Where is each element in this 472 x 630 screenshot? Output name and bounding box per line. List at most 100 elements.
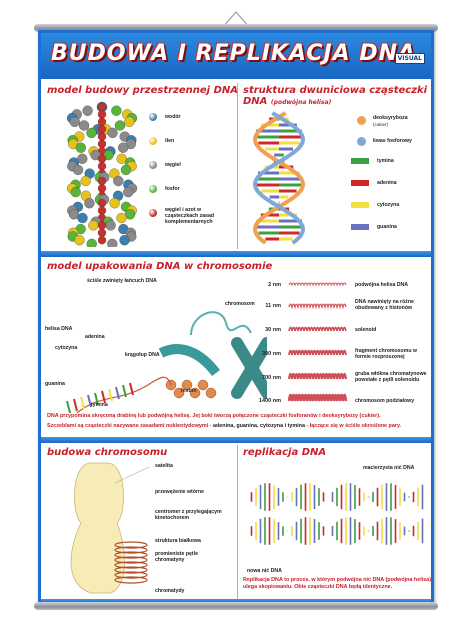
chromo-label-satellite: satelita [155, 463, 173, 469]
chromo-label-secondary-constriction: przewężenie wtórne [155, 489, 205, 495]
label-adenine: adenina [85, 334, 105, 340]
scale-label-3: solenoid [355, 327, 377, 333]
structure-title-text: struktura dwuniciowa cząsteczki DNA [243, 85, 428, 107]
legend-label-base-atoms: węgiel i azot w cząsteczkach zasad kompl… [165, 207, 215, 225]
helix-rung [108, 388, 113, 402]
legend-swatch-guanine [351, 224, 369, 230]
section-title-packing: model upakowania DNA w chromosomie [47, 261, 273, 272]
chromosome-structure-illustration [70, 462, 150, 594]
label-chromosome: chromosom [225, 301, 255, 307]
dna-string-line [76, 376, 172, 414]
section-title-model: model budowy przestrzennej DNA [47, 85, 238, 96]
model-atom [107, 238, 118, 247]
legend-label-deoxyribose-sub: (cukier) [373, 122, 389, 127]
label-mother-strand: macierzysta nić DNA [363, 465, 415, 471]
label-histone: histon [181, 388, 197, 394]
legend-label-adenine: adenina [377, 180, 397, 186]
model-atom [97, 184, 107, 193]
solenoid-tube [158, 344, 220, 377]
helix-rung [115, 386, 120, 400]
chromatin-loop [114, 566, 148, 574]
legend-ball-phosphorus [149, 185, 157, 193]
poster-header: BUDOWA I REPLIKACJA DNA VISUAL [41, 33, 431, 79]
chromatin-loop [114, 551, 148, 559]
scale-step-drawing [287, 393, 348, 402]
scale-step-drawing [288, 303, 347, 310]
helix-rung [66, 400, 71, 414]
chromatin-loop [114, 571, 148, 579]
bottom-band [41, 599, 431, 604]
packing-note-part-b: adenina, guanina, cytozyna i tymina [212, 423, 305, 429]
bottom-rail [34, 602, 438, 610]
model-atom [105, 220, 116, 231]
model-atom [72, 164, 84, 176]
chromatid-body [70, 462, 125, 594]
double-helix-ribbon [252, 111, 306, 245]
label-guanine: guanina [45, 381, 65, 387]
packing-scale-illustrations [287, 282, 348, 402]
model-atom [97, 199, 107, 208]
scale-label-4: fragment chromosomu w formie rozproszone… [355, 348, 417, 360]
histone-bead [173, 387, 185, 399]
publisher-logo: VISUAL [394, 53, 425, 64]
scale-size-4: 300 nm [262, 351, 281, 357]
model-atom [86, 127, 97, 139]
model-atom [114, 120, 126, 131]
scale-label-1: podwójna helisa DNA [355, 282, 409, 288]
legend-label-phosphate: kwas fosforowy [373, 138, 412, 144]
chromo-label-protein-scaffold: struktura białkowa [155, 538, 201, 544]
label-new-strand: nowa nić DNA [247, 568, 282, 574]
legend-label-oxygen: tlen [165, 138, 175, 144]
hanger-hook-icon [221, 11, 251, 29]
model-atom [97, 236, 107, 245]
model-atom [107, 127, 118, 139]
model-atom [119, 235, 130, 246]
scale-size-2: 11 nm [265, 303, 281, 309]
helix-rung [87, 394, 92, 408]
poster-hanger [0, 0, 472, 36]
section-title-chromosome: budowa chromosomu [47, 447, 168, 458]
model-atom [97, 176, 107, 186]
model-atom [75, 142, 86, 153]
helix-rung [101, 390, 106, 404]
section-title-structure: struktura dwuniciowa cząsteczki DNA (pod… [243, 85, 429, 108]
packing-note-part-a: Szczeblami są cząsteczki nazywane zasada… [47, 423, 212, 429]
poster: BUDOWA I REPLIKACJA DNA VISUAL model bud… [38, 30, 434, 604]
scale-label-2: DNA nawinięty na różne obudowany z histo… [355, 299, 414, 311]
section-title-replication: replikacja DNA [243, 447, 327, 458]
helix-rung [129, 382, 134, 396]
sugar-phosphate-backbone [252, 111, 305, 245]
helix-rung [73, 398, 78, 412]
chromatin-loop [114, 576, 148, 584]
chromatin-loop [114, 546, 148, 554]
replication-illustration [250, 483, 424, 545]
model-atom [97, 154, 107, 163]
model-atom [118, 142, 129, 153]
chromo-label-centromere: centromer z przylegającym kinetochorem [155, 509, 222, 521]
scale-size-5: 700 nm [262, 375, 281, 381]
model-atom [97, 139, 107, 149]
chromatin-loop [114, 541, 148, 549]
chromo-label-chromatids: chromatydy [155, 588, 185, 594]
model-atom [69, 116, 80, 127]
model-atom [120, 164, 132, 176]
label-dna-string: krągołup DNA [125, 352, 160, 358]
model-atom [97, 221, 107, 230]
model-atom [111, 105, 122, 116]
model-atom [97, 110, 107, 119]
scale-label-6: chromosom podziałowy [355, 398, 415, 404]
pointer-line [114, 466, 150, 484]
legend-label-carbon: węgiel [165, 162, 181, 168]
legend-label-guanine: guanina [377, 224, 397, 230]
histone-bead [205, 387, 217, 399]
legend-swatch-cytosine [351, 202, 369, 208]
model-atom [74, 235, 85, 246]
model-atom [88, 220, 99, 231]
legend-label-hydrogen: wodór [165, 114, 181, 120]
legend-ball-deoxyribose [357, 116, 366, 125]
histone-bead [197, 379, 209, 391]
model-atom [123, 186, 134, 198]
scale-size-3: 30 nm [265, 327, 281, 333]
poster-title: BUDOWA I REPLIKACJA DNA [51, 41, 417, 66]
legend-swatch-adenine [351, 180, 369, 186]
